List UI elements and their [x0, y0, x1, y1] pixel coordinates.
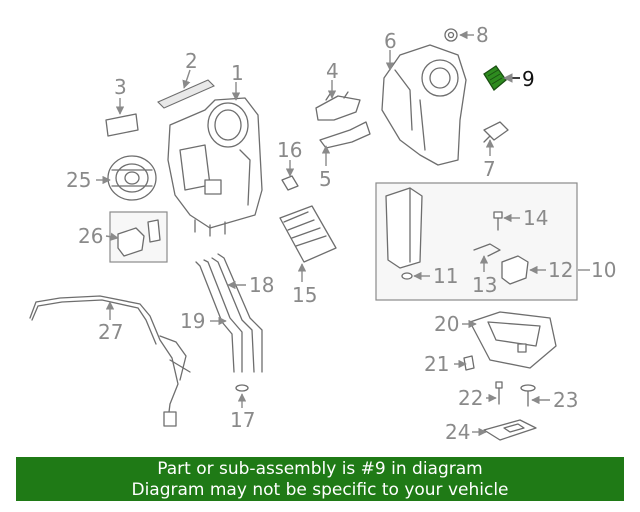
part-3-pad[interactable]	[105, 113, 139, 137]
part-1-hvac-housing[interactable]	[167, 97, 263, 237]
callout-16: 16	[277, 138, 302, 162]
callout-24: 24	[445, 420, 470, 444]
part-27-wire-harness[interactable]	[29, 295, 191, 427]
callout-19: 19	[180, 309, 205, 333]
part-22-pin[interactable]	[495, 381, 503, 405]
callout-3: 3	[114, 75, 127, 99]
part-4-bracket[interactable]	[315, 91, 361, 121]
callout-13: 13	[472, 273, 497, 297]
callout-26: 26	[78, 224, 103, 248]
disclaimer-banner: Part or sub-assembly is #9 in diagram Di…	[16, 457, 624, 501]
callout-17: 17	[230, 408, 255, 432]
callout-9[interactable]: 9	[522, 67, 535, 91]
part-18-heater-tube[interactable]	[211, 253, 263, 373]
callout-11: 11	[433, 264, 458, 288]
banner-line-1: Part or sub-assembly is #9 in diagram	[157, 459, 483, 479]
parts-diagram: 1 2 3 4 5 6 7 8 9 10 11 12 13 14 15 16 1…	[29, 23, 616, 444]
part-15-heater-core[interactable]	[279, 205, 337, 263]
part-14-screw[interactable]	[493, 211, 503, 231]
banner-line-2: Diagram may not be specific to your vehi…	[131, 480, 509, 500]
callout-7: 7	[483, 157, 496, 181]
part-16-grommet[interactable]	[281, 175, 299, 191]
part-11-module[interactable]	[385, 187, 423, 280]
part-2-filter-strip[interactable]	[157, 79, 215, 109]
part-20-tray[interactable]	[469, 311, 557, 369]
callout-10: 10	[591, 258, 616, 282]
callout-21: 21	[424, 352, 449, 376]
callout-1: 1	[231, 61, 244, 85]
part-8-nut[interactable]	[444, 28, 458, 42]
leader-lines	[96, 30, 590, 437]
part-26-resistor[interactable]	[117, 219, 161, 257]
callout-25: 25	[66, 168, 91, 192]
part-23-push-pin[interactable]	[520, 384, 536, 407]
callout-23: 23	[553, 388, 578, 412]
callout-8: 8	[476, 23, 489, 47]
callout-22: 22	[458, 386, 483, 410]
callout-20: 20	[434, 312, 459, 336]
part-6-blower-housing[interactable]	[381, 44, 467, 166]
callout-5: 5	[319, 167, 332, 191]
part-7-bolt[interactable]	[483, 121, 509, 143]
part-25-blower-motor[interactable]	[107, 155, 157, 201]
part-24-pad[interactable]	[483, 419, 537, 441]
callout-4: 4	[326, 59, 339, 83]
callout-12: 12	[548, 258, 573, 282]
callout-15: 15	[292, 283, 317, 307]
callout-27: 27	[98, 320, 123, 344]
callout-2: 2	[185, 49, 198, 73]
part-21-clip[interactable]	[463, 355, 475, 371]
part-13-clip[interactable]	[473, 243, 501, 257]
callout-14: 14	[523, 206, 548, 230]
part-9-highlighted-module[interactable]	[483, 65, 507, 91]
part-12-actuator[interactable]	[501, 255, 529, 285]
part-5-bracket[interactable]	[319, 121, 371, 149]
callout-labels: 1 2 3 4 5 6 7 8 9 10 11 12 13 14 15 16 1…	[66, 23, 616, 444]
callout-6: 6	[384, 29, 397, 53]
part-17-o-ring[interactable]	[235, 384, 249, 392]
callout-18: 18	[249, 273, 274, 297]
